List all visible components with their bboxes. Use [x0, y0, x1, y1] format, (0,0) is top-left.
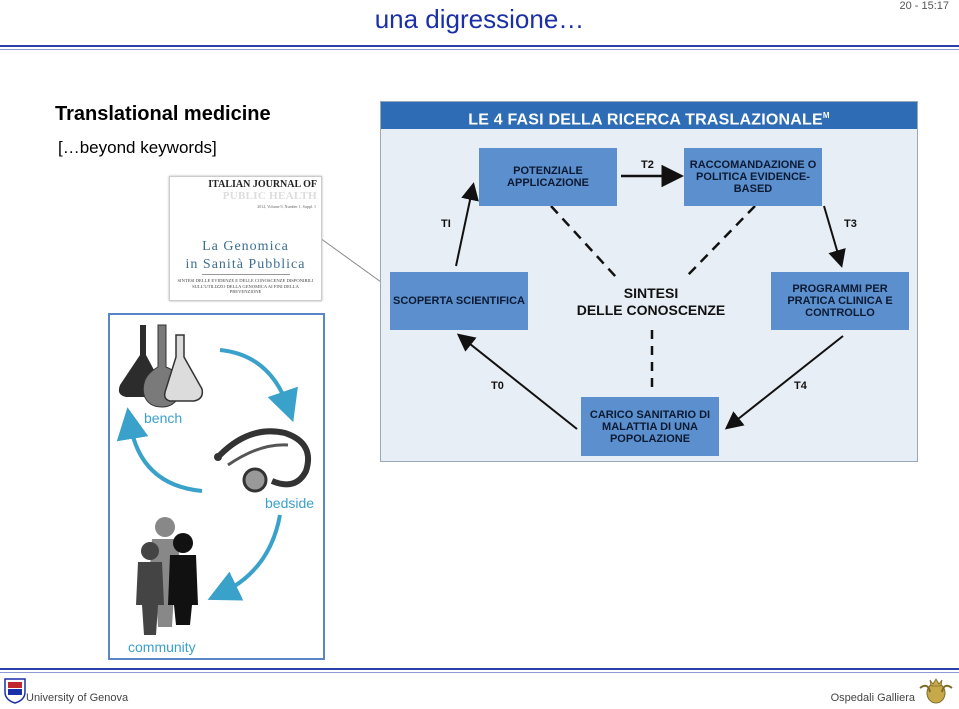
arrow-t4: [724, 335, 844, 430]
people-icon: [136, 517, 198, 635]
label-t0: T0: [491, 380, 504, 392]
bedside-label: bedside: [265, 495, 315, 511]
stethoscope-icon: [214, 428, 312, 493]
bench-bedside-community-figure: bench bedside community: [108, 313, 325, 660]
diagram-arrows: [455, 164, 846, 430]
box-programmi: PROGRAMMI PER PRATICA CLINICA E CONTROLL…: [771, 272, 909, 330]
slide-number: 20 - 15:17: [899, 0, 949, 12]
cover-subtitle: SINTESI DELLE EVIDENZE E DELLE CONOSCENZ…: [177, 278, 314, 294]
section-subheading: […beyond keywords]: [58, 138, 217, 157]
journal-cover: ITALIAN JOURNAL OF PUBLIC HEALTH 2012, V…: [169, 176, 322, 301]
bench-label: bench: [144, 410, 183, 426]
footer-university: University of Genova: [26, 692, 129, 704]
dashed-link-right: [685, 205, 756, 278]
box-potenziale-applicazione: POTENZIALE APPLICAZIONE: [479, 148, 617, 206]
label-t4: T4: [794, 380, 807, 392]
section-heading: Translational medicine: [55, 103, 271, 125]
center-label: SINTESI DELLE CONOSCENZE: [561, 285, 741, 319]
translational-research-diagram: LE 4 FASI DELLA RICERCA TRASLAZIONALEM P…: [380, 101, 918, 462]
diagram-header: LE 4 FASI DELLA RICERCA TRASLAZIONALEM: [381, 102, 917, 129]
header-rule: [0, 45, 959, 47]
label-t2: T2: [641, 159, 654, 171]
dashed-link-left: [550, 205, 617, 278]
arrow-t3: [823, 205, 846, 268]
hospital-crest-icon: [919, 678, 953, 704]
box-raccomandazione: RACCOMANDAZIONE O POLITICA EVIDENCE-BASE…: [684, 148, 822, 206]
cover-divider: [202, 274, 290, 275]
arrow-t1: [455, 182, 479, 267]
label-t1: TI: [441, 218, 451, 230]
community-label: community: [128, 639, 196, 655]
diagram-header-mark: M: [822, 111, 830, 120]
cover-journal-name-2: PUBLIC HEALTH: [222, 190, 317, 202]
footer-rule: [0, 668, 959, 670]
box-carico-sanitario: CARICO SANITARIO DI MALATTIA DI UNA POPO…: [581, 397, 719, 456]
header-rule-thin: [0, 49, 959, 50]
footer-rule-thin: [0, 672, 959, 673]
footer-hospital: Ospedali Galliera: [830, 692, 915, 704]
flask-icon: [118, 324, 204, 408]
cycle-illustration: [116, 324, 312, 635]
university-shield-icon: [4, 678, 26, 704]
cover-volume: 2012, Volume 9, Number 1, Suppl. 1: [257, 204, 316, 209]
cover-journal-name: ITALIAN JOURNAL OF: [208, 179, 317, 190]
center-label-line2: DELLE CONOSCENZE: [576, 302, 726, 318]
cover-title-line2: in Sanità Pubblica: [185, 257, 306, 272]
center-label-line1: SINTESI: [623, 285, 679, 301]
label-t3: T3: [844, 218, 857, 230]
slide-title: una digressione…: [374, 4, 585, 34]
diagram-header-text: LE 4 FASI DELLA RICERCA TRASLAZIONALE: [468, 111, 823, 129]
box-scoperta-scientifica: SCOPERTA SCIENTIFICA: [390, 272, 528, 330]
arrow-t0: [456, 333, 578, 430]
cover-title-line1: La Genomica: [202, 239, 289, 254]
